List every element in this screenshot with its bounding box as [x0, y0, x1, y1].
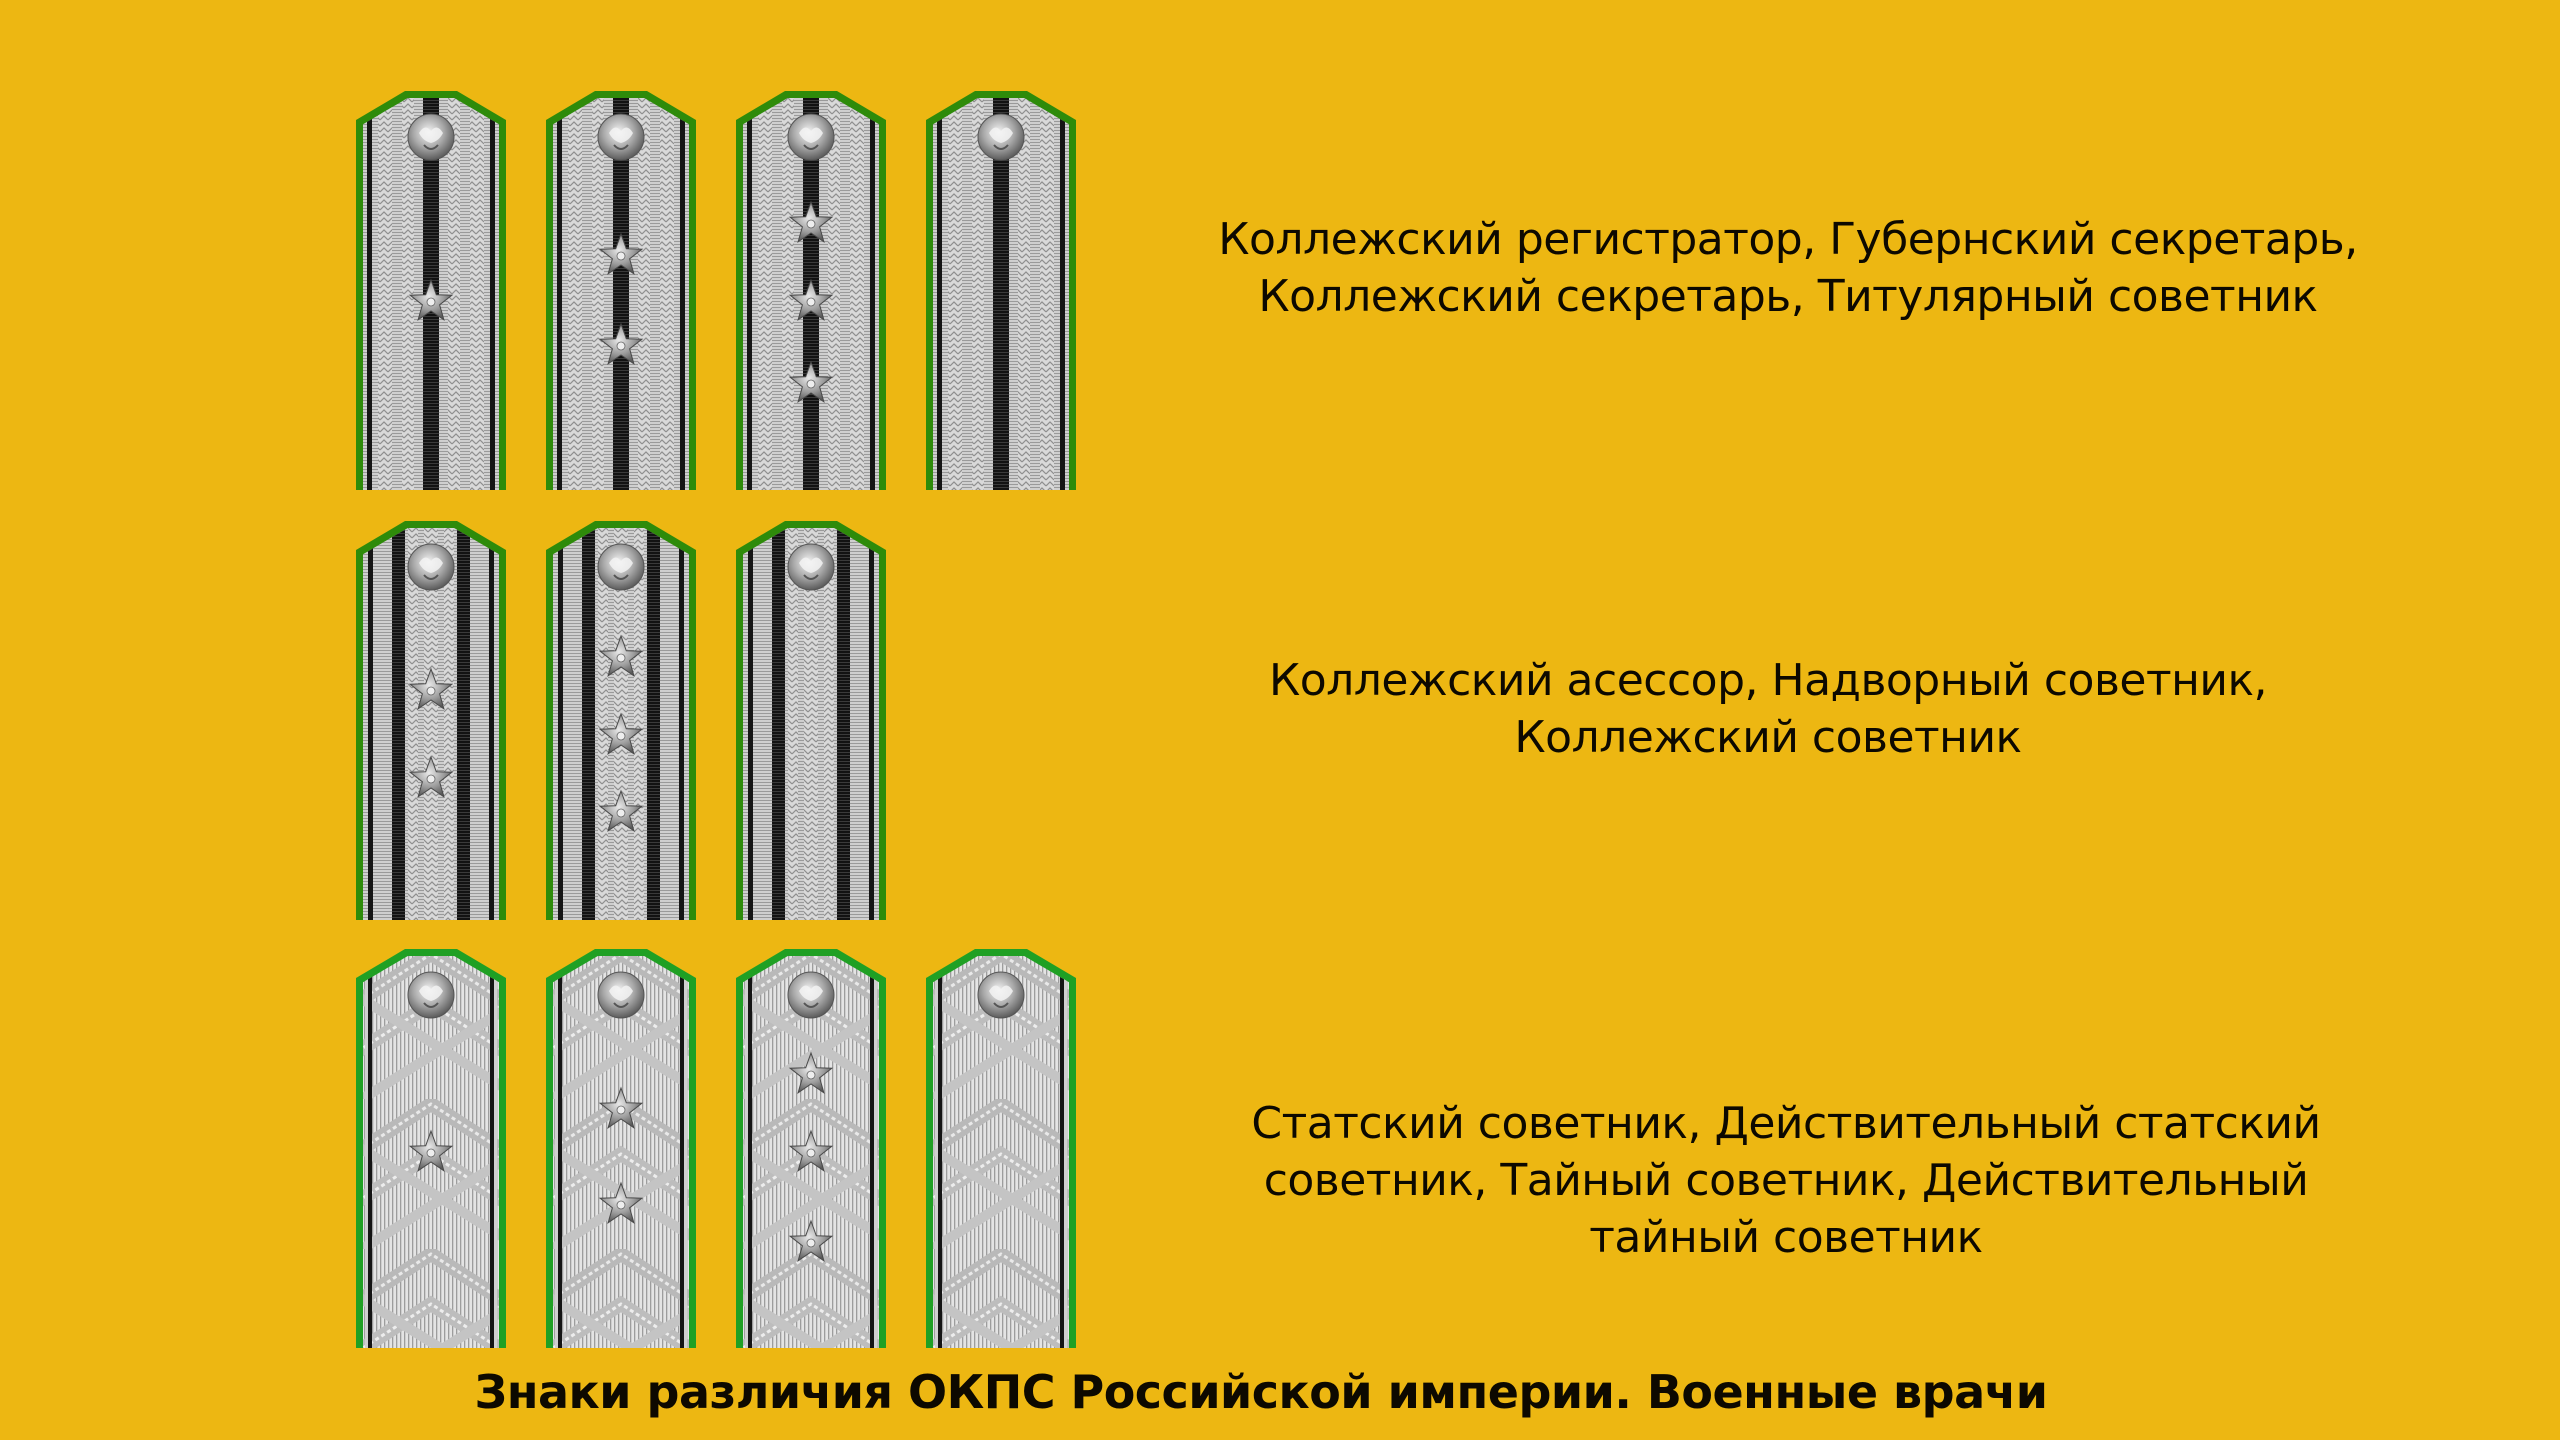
shoulder-board-row-1-1 — [356, 91, 506, 490]
star-icon — [598, 1181, 644, 1224]
double-headed-eagle-button-icon — [597, 543, 645, 591]
shoulder-board-row-1-2 — [546, 91, 696, 490]
shoulder-board-row-2-1 — [356, 521, 506, 920]
shoulder-board-row-1-4 — [926, 91, 1076, 490]
page-title: Знаки различия ОКПС Российской империи. … — [474, 1365, 2048, 1419]
star-icon — [408, 1129, 454, 1172]
star-icon — [788, 278, 834, 321]
shoulder-board-row-1-3 — [736, 91, 886, 490]
caption-line: Статский советник, Действительный статск… — [1251, 1098, 2321, 1149]
shoulder-board-row-3-4 — [926, 949, 1076, 1348]
caption-row-1: Коллежский регистратор, Губернский секре… — [1218, 211, 2358, 325]
star-icon — [598, 1086, 644, 1129]
double-headed-eagle-button-icon — [787, 543, 835, 591]
caption-line: Коллежский советник — [1514, 712, 2022, 763]
star-icon — [408, 278, 454, 321]
star-icon — [788, 1219, 834, 1262]
caption-row-2: Коллежский асессор, Надворный советник, … — [1269, 652, 2268, 766]
star-icon — [408, 755, 454, 798]
shoulder-board-row-3-1 — [356, 949, 506, 1348]
caption-line: советник, Тайный советник, Действительны… — [1263, 1155, 2309, 1206]
double-headed-eagle-button-icon — [407, 113, 455, 161]
shoulder-board-row-3-2 — [546, 949, 696, 1348]
star-icon — [408, 667, 454, 710]
caption-row-3: Статский советник, Действительный статск… — [1251, 1095, 2321, 1266]
double-headed-eagle-button-icon — [977, 971, 1025, 1019]
double-headed-eagle-button-icon — [407, 543, 455, 591]
caption-line: Коллежский секретарь, Титулярный советни… — [1258, 271, 2318, 322]
double-headed-eagle-button-icon — [597, 971, 645, 1019]
double-headed-eagle-button-icon — [597, 113, 645, 161]
shoulder-board-row-2-2 — [546, 521, 696, 920]
star-icon — [788, 1129, 834, 1172]
double-headed-eagle-button-icon — [787, 113, 835, 161]
star-icon — [598, 789, 644, 832]
shoulder-board-row-2-3 — [736, 521, 886, 920]
star-icon — [788, 1051, 834, 1094]
double-headed-eagle-button-icon — [787, 971, 835, 1019]
caption-line: Коллежский регистратор, Губернский секре… — [1218, 214, 2358, 265]
shoulder-board-row-3-3 — [736, 949, 886, 1348]
star-icon — [598, 322, 644, 365]
double-headed-eagle-button-icon — [407, 971, 455, 1019]
double-headed-eagle-button-icon — [977, 113, 1025, 161]
star-icon — [788, 360, 834, 403]
star-icon — [598, 232, 644, 275]
star-icon — [598, 712, 644, 755]
caption-line: тайный советник — [1589, 1212, 1983, 1263]
caption-line: Коллежский асессор, Надворный советник, — [1269, 655, 2268, 706]
star-icon — [598, 634, 644, 677]
star-icon — [788, 200, 834, 243]
